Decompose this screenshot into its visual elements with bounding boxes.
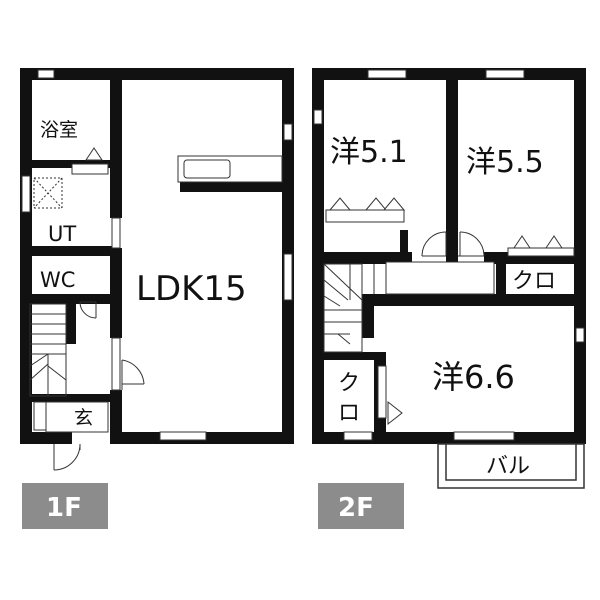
floor-badge-1f [22,483,108,529]
door-western-b-icon [458,231,485,257]
room-label-entrance: 玄 [74,407,93,429]
room-label-closet-b-top: ク [338,371,360,396]
floor-1f-windows [21,69,293,441]
door-western-a-icon [421,231,447,257]
balcony-area [437,443,585,489]
floor-2f-inner-openings [377,261,495,419]
sink-icon [71,163,109,175]
room-label-ldk: LDK15 [136,269,247,309]
floor-1f-interior-walls [30,78,284,438]
washing-machine-icon [33,177,63,209]
wc-door-icon [79,301,97,319]
kitchen-counter-icon [177,155,283,183]
entrance-area [33,401,109,433]
closet-shelf-a [325,197,406,223]
room-label-utility: UT [48,222,76,246]
floor-1f-inner-openings [111,217,121,391]
closet-shelf-b [507,235,575,257]
floor-2f-interior-walls [322,78,576,434]
floor-1f: 浴室 UT WC LDK15 玄 1F [20,68,294,529]
room-label-western-c: 洋6.6 [432,358,515,396]
bath-vent-icon [85,147,103,161]
floor-2f: 洋5.1 洋5.5 クロ 洋6.6 ク ロ バル 2F [312,68,586,529]
floor-badge-2f [318,483,404,529]
floor-2f-windows [313,69,585,441]
room-label-western-a: 洋5.1 [330,135,408,170]
floor-badge-1f-label: 1F [46,493,82,523]
entrance-door-icon [53,443,81,471]
stairs-2f-icon [323,263,375,353]
room-label-western-b: 洋5.5 [466,145,544,180]
floor-badge-2f-label: 2F [338,493,374,523]
stairs-1f-icon [29,303,67,397]
ldk-door-icon [121,359,145,390]
closet-door-icon [387,400,403,426]
room-label-balcony: バル [486,454,530,479]
room-label-toilet: WC [40,268,75,292]
room-label-closet-b-bottom: ロ [338,401,360,426]
room-label-bath: 浴室 [40,119,78,141]
room-label-closet-a: クロ [512,269,556,294]
